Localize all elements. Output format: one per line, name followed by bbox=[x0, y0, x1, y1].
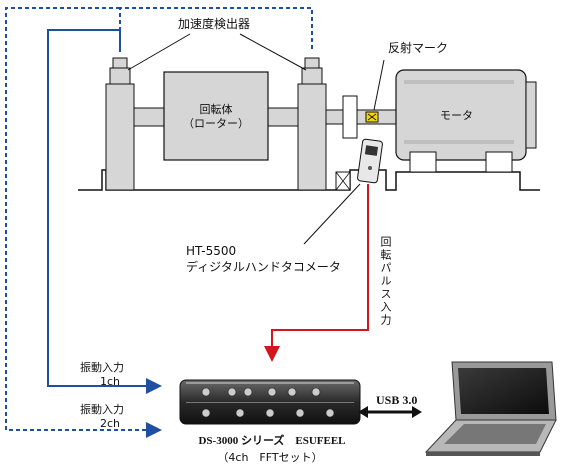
device-config-label: （4ch FFTセット） bbox=[217, 451, 323, 464]
pulse-cable bbox=[264, 184, 369, 362]
vib-input-1-ch: 1ch bbox=[100, 375, 121, 388]
vib-input-2-ch: 2ch bbox=[100, 417, 121, 430]
hand-tachometer bbox=[303, 138, 383, 245]
vib-cable-1ch bbox=[47, 29, 162, 394]
usb-link bbox=[358, 406, 422, 418]
reflective-mark bbox=[365, 59, 385, 123]
coupling bbox=[342, 95, 358, 139]
motor-label: モータ bbox=[440, 109, 473, 122]
left-bearing bbox=[105, 57, 135, 191]
tacho-bracket bbox=[335, 171, 351, 191]
rotation-pulse-input-label: 回転パルス入力 bbox=[379, 236, 392, 327]
accelerometer-label: 加速度検出器 bbox=[177, 17, 251, 31]
tacho-model-label: HT-5500 bbox=[186, 244, 237, 258]
laptop bbox=[424, 361, 557, 456]
reflective-mark-label: 反射マーク bbox=[388, 41, 449, 55]
rotor-label-line1: 回転体 bbox=[199, 103, 233, 116]
vib-input-1-title: 振動入力 bbox=[80, 361, 124, 374]
vib-cable-2ch bbox=[5, 7, 313, 438]
device-name-label: DS-3000 シリーズ ESUFEEL bbox=[198, 435, 346, 447]
right-bearing bbox=[297, 57, 327, 191]
vib-input-2-title: 振動入力 bbox=[80, 403, 124, 416]
usb-label: USB 3.0 bbox=[376, 393, 418, 407]
rotor-label-line2: （ローター） bbox=[183, 117, 249, 130]
motor bbox=[395, 69, 537, 173]
rotor bbox=[163, 71, 269, 161]
accelerometer-leaders bbox=[127, 33, 307, 71]
ds3000-device bbox=[179, 379, 361, 425]
tacho-name-label: ディジタルハンドタコメータ bbox=[186, 260, 341, 274]
